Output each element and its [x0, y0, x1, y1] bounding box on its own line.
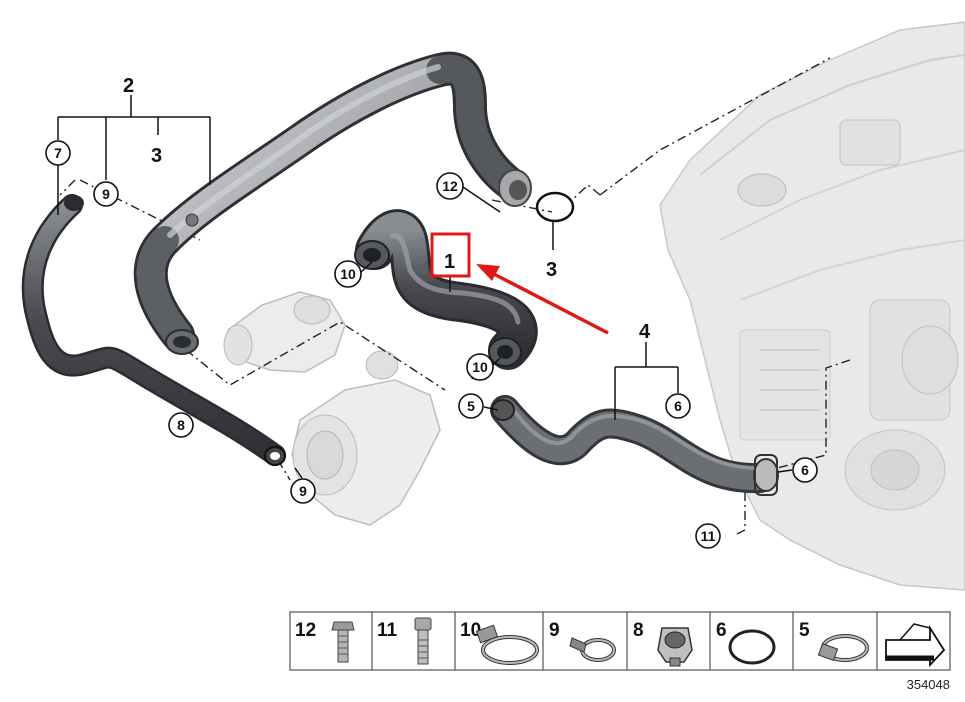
callout-7: 7 [45, 140, 71, 166]
legend-label-9: 9 [549, 620, 560, 641]
svg-text:8: 8 [177, 417, 185, 433]
part-label-3-right: 3 [546, 259, 557, 281]
part-label-3-left: 3 [151, 145, 162, 167]
legend-clip-icon [657, 627, 693, 667]
callout-5: 5 [458, 393, 484, 419]
legend-label-11: 11 [377, 620, 398, 641]
hose-8-left-hose [21, 194, 286, 466]
svg-text:5: 5 [467, 398, 475, 414]
callout-10-upper: 10 [334, 260, 362, 288]
highlight-arrow [491, 271, 609, 335]
o-ring [535, 191, 575, 223]
thermostat-housing [223, 291, 346, 373]
highlight-box [430, 232, 471, 278]
callout-8: 8 [168, 412, 194, 438]
legend-label-10: 10 [460, 620, 481, 641]
svg-text:9: 9 [102, 186, 110, 202]
legend-bolt-icon [331, 621, 355, 663]
svg-text:12: 12 [442, 178, 458, 194]
engine-block [659, 21, 965, 591]
diagram-reference-number: 354048 [907, 677, 950, 692]
callout-12: 12 [436, 172, 464, 200]
callout-6-lower: 6 [792, 457, 818, 483]
part-label-2: 2 [123, 75, 134, 97]
svg-text:9: 9 [299, 483, 307, 499]
callout-9-lower: 9 [290, 478, 316, 504]
hose-1-coolant-hose [354, 209, 538, 370]
legend-label-12: 12 [295, 620, 316, 641]
legend-o-ring-icon [728, 629, 776, 665]
legend-hose-clamp-icon [475, 624, 539, 665]
callout-10-lower: 10 [466, 353, 494, 381]
part-label-1: 1 [444, 251, 455, 273]
legend-screw-icon [414, 617, 432, 665]
water-pump [291, 350, 441, 526]
callout-11: 11 [695, 523, 721, 549]
legend-arrow-icon [885, 623, 946, 668]
highlight-arrowhead [476, 264, 500, 281]
leader-lines [57, 95, 793, 479]
legend-label-8: 8 [633, 620, 644, 641]
svg-text:10: 10 [340, 266, 356, 282]
callout-9-upper: 9 [93, 181, 119, 207]
callout-6-upper: 6 [665, 393, 691, 419]
legend-label-6: 6 [716, 620, 727, 641]
legend-hose-clamp-small-icon [817, 634, 869, 662]
svg-text:6: 6 [674, 398, 682, 414]
hose-2-upper-pipe [133, 51, 532, 355]
svg-text:11: 11 [701, 528, 716, 544]
legend-spring-clamp-icon [569, 637, 616, 662]
highlight-marker [430, 232, 609, 335]
svg-text:7: 7 [54, 145, 62, 161]
part-label-4: 4 [639, 321, 651, 343]
legend-label-5: 5 [799, 620, 810, 641]
svg-text:10: 10 [472, 359, 488, 375]
hose-4-lower-hose [490, 395, 779, 496]
parts-legend: 12 11 10 9 8 6 5 [289, 611, 951, 671]
svg-text:6: 6 [801, 462, 809, 478]
